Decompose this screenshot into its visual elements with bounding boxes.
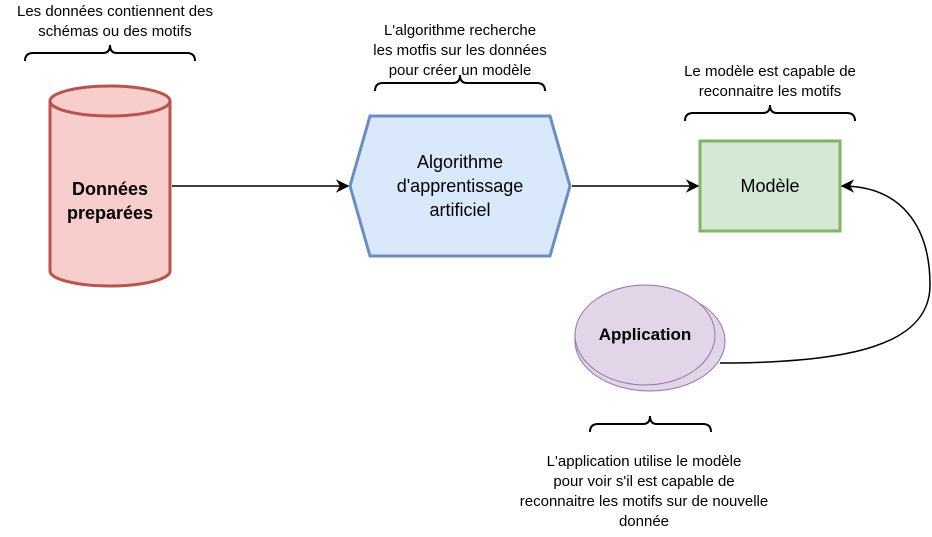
algorithm-annotation: L'algorithme recherche les motfis sur le… [345,21,575,81]
application-annotation-line: pour voir s'il est capable de [553,473,735,490]
application-annotation-line: reconnaitre les motifs sur de nouvelle [519,493,769,510]
app-note-brace [589,415,712,433]
data-note-brace [24,44,196,62]
data-label-line: preparées [66,203,154,223]
algorithm-label-line: artificiel [429,200,491,220]
algorithm-annotation-line: L'algorithme recherche [383,22,537,39]
data-cylinder-top [48,84,172,118]
data-annotation: Les données contiennent des schémas ou d… [0,2,230,42]
model-box [698,139,842,233]
data-annotation-line: schémas ou des motifs [38,23,192,40]
arrow-application-to-model [719,179,931,364]
model-annotation-line: Le modèle est capable de [684,63,856,80]
application-annotation-line: L'application utilise le modèle [546,453,742,470]
data-label: Données preparées [50,171,170,231]
algo-note-brace [374,74,546,92]
application-label-text: Application [598,325,692,344]
model-annotation-line: reconnaitre les motifs [698,83,842,100]
application-label: Application [575,320,715,350]
model-label-text: Modèle [740,175,800,196]
algorithm-annotation-line: les motfis sur les données [373,42,547,59]
algorithm-label: Algorithme d'apprentissage artificiel [360,146,560,226]
data-cylinder-body [48,101,172,288]
algorithm-annotation-line: pour créer un modèle [388,62,532,79]
algorithm-label-line: d'apprentissage [396,176,524,196]
algorithm-label-line: Algorithme [416,152,504,172]
data-annotation-line: Les données contiennent des [17,3,213,20]
data-cylinder [48,84,172,288]
application-annotation: L'application utilise le modèle pour voi… [494,452,794,532]
algorithm-hexagon [348,114,572,258]
model-note-brace [684,104,856,122]
model-label: Modèle [700,141,840,231]
application-annotation-line: donnée [618,513,670,530]
application-ellipse-front [574,284,716,386]
data-label-line: Données [71,179,149,199]
model-annotation: Le modèle est capable de reconnaitre les… [655,62,885,102]
